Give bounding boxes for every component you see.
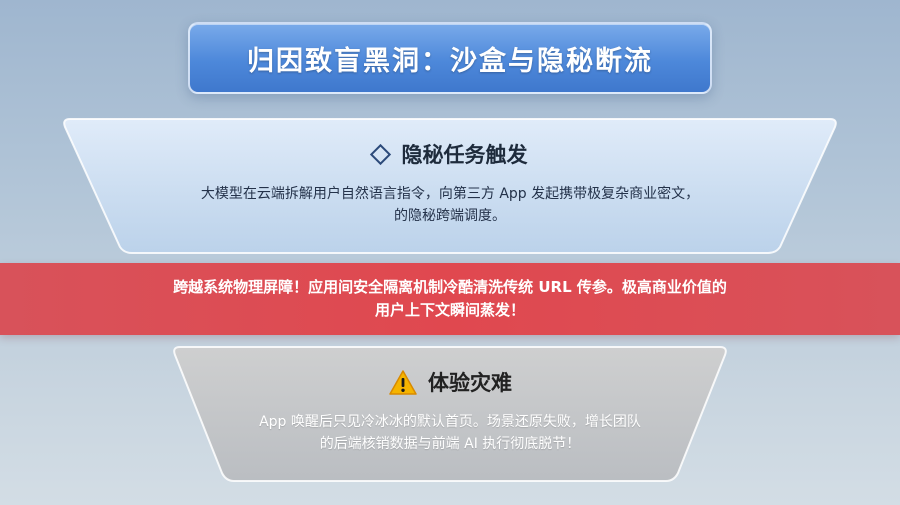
barrier-line-2: 用户上下文瞬间蒸发！	[374, 301, 525, 319]
barrier-text: 跨越系统物理屏障！应用间安全隔离机制冷酷清洗传统 URL 传参。极高商业价值的 …	[173, 276, 727, 322]
barrier-band: 跨越系统物理屏障！应用间安全隔离机制冷酷清洗传统 URL 传参。极高商业价值的 …	[0, 263, 900, 335]
disaster-panel: 体验灾难 App 唤醒后只见冷冰冰的默认首页。场景还原失败，增长团队 的后端核销…	[170, 345, 730, 483]
disaster-panel-shape	[173, 346, 727, 482]
title-banner: 归因致盲黑洞：沙盒与隐秘断流	[188, 22, 712, 94]
trigger-heading-text: 隐秘任务触发	[401, 143, 528, 167]
page-title: 归因致盲黑洞：沙盒与隐秘断流	[247, 45, 653, 77]
disaster-heading: 体验灾难	[388, 367, 512, 397]
disaster-description: App 唤醒后只见冷冰冰的默认首页。场景还原失败，增长团队 的后端核销数据与前端…	[259, 411, 641, 455]
trigger-panel: 隐秘任务触发 大模型在云端拆解用户自然语言指令，向第三方 App 发起携带极复杂…	[60, 117, 840, 255]
diamond-icon	[369, 143, 391, 165]
trigger-description: 大模型在云端拆解用户自然语言指令，向第三方 App 发起携带极复杂商业密文， 的…	[201, 183, 699, 227]
disaster-line-1: App 唤醒后只见冷冰冰的默认首页。场景还原失败，增长团队	[259, 414, 641, 430]
trigger-line-2: 的隐秘跨端调度。	[394, 208, 506, 224]
disaster-heading-text: 体验灾难	[428, 371, 512, 395]
disaster-line-2: 的后端核销数据与前端 AI 执行彻底脱节！	[319, 436, 581, 452]
trigger-heading: 隐秘任务触发	[369, 139, 528, 169]
trigger-line-1: 大模型在云端拆解用户自然语言指令，向第三方 App 发起携带极复杂商业密文，	[200, 186, 700, 202]
warning-icon	[388, 369, 418, 396]
trigger-panel-shape	[63, 118, 837, 254]
barrier-line-1: 跨越系统物理屏障！应用间安全隔离机制冷酷清洗传统 URL 传参。极高商业价值的	[173, 278, 727, 296]
